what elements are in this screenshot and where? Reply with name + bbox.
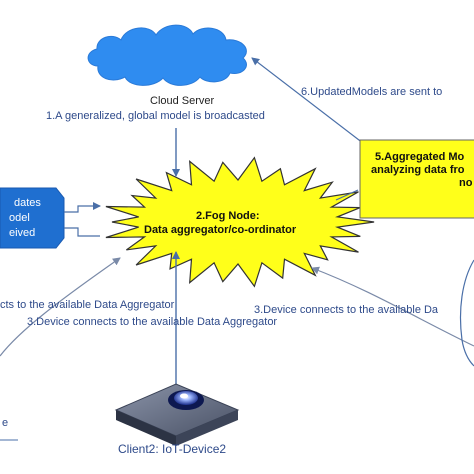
updated-models-arrow	[251, 57, 373, 151]
left-box-line3: eived	[9, 227, 36, 239]
right-connection-label: 3.Device connects to the available Da	[254, 304, 439, 316]
left-box-line2: odel	[9, 212, 30, 224]
fog-node-subtitle: Data aggregator/co-ordinator	[144, 224, 297, 236]
iot-device-icon	[114, 383, 240, 446]
center-connection-label: 3.Device connects to the available Data …	[27, 316, 278, 328]
bottom-left-fragment: e	[2, 417, 9, 429]
fog-to-aggregated-arrow	[335, 189, 359, 201]
left-model-box	[0, 187, 65, 249]
right-edge-curve	[459, 259, 474, 367]
fog-node-starburst	[105, 156, 375, 288]
aggregated-models-box	[359, 139, 474, 219]
left-device-connection	[0, 257, 121, 357]
right-device-connection	[311, 266, 474, 347]
aggregated-line2: analyzing data fro	[371, 164, 465, 176]
left-box-arrow-bottom	[64, 227, 100, 237]
fog-node-title: 2.Fog Node:	[196, 210, 260, 222]
left-connection-label: cts to the available Data Aggregator	[0, 299, 175, 311]
left-box-arrow-top	[64, 202, 101, 213]
broadcast-label: 1.A generalized, global model is broadca…	[46, 110, 265, 122]
cloud-icon	[87, 24, 247, 86]
aggregated-line1: 5.Aggregated Mo	[375, 151, 465, 163]
client2-label: Client2: IoT-Device2	[118, 442, 227, 456]
updated-models-label: 6.UpdatedModels are sent to	[301, 86, 443, 98]
cloud-server-label: Cloud Server	[150, 95, 215, 107]
aggregated-line3: no	[459, 177, 473, 189]
left-box-line1: dates	[14, 197, 41, 209]
